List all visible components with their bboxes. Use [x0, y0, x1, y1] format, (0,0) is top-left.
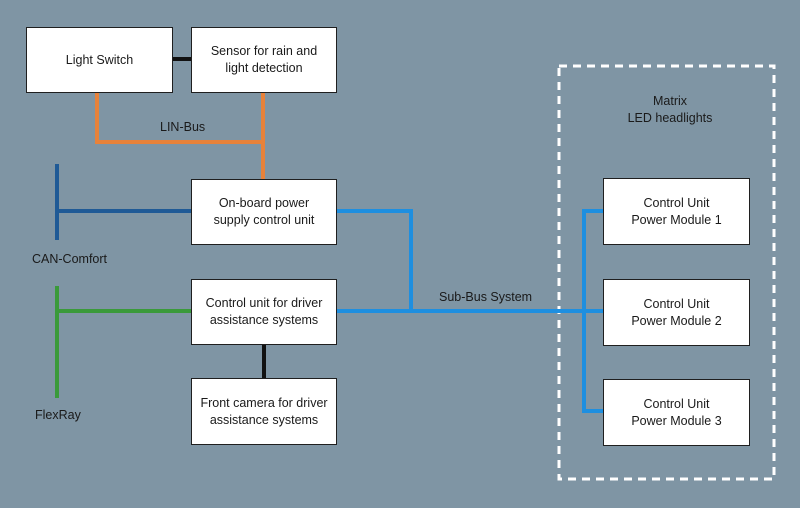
driver-assistance-control-unit-box: Control unit for driver assistance syste…	[191, 279, 337, 345]
matrix-led-headlights-label: Matrix LED headlights	[627, 94, 713, 125]
sub-bus-lines	[337, 209, 603, 413]
rain-light-sensor-box: Sensor for rain and light detection	[191, 27, 337, 93]
power-module-1-box: Control Unit Power Module 1	[603, 178, 750, 245]
lin-bus-label: LIN-Bus	[160, 120, 206, 134]
flexray-lines	[55, 286, 191, 398]
can-comfort-label: CAN-Comfort	[32, 252, 108, 266]
front-camera-box: Front camera for driver assistance syste…	[191, 378, 337, 445]
lin-bus-lines	[95, 93, 265, 179]
light-switch-box: Light Switch	[26, 27, 173, 93]
onboard-power-control-unit-box: On-board power supply control unit	[191, 179, 337, 245]
power-module-2-box: Control Unit Power Module 2	[603, 279, 750, 346]
can-comfort-lines	[55, 164, 191, 240]
sub-bus-system-label: Sub-Bus System	[439, 290, 533, 304]
flexray-label: FlexRay	[35, 408, 81, 422]
power-module-3-box: Control Unit Power Module 3	[603, 379, 750, 446]
matrix-led-group-frame	[557, 64, 776, 481]
